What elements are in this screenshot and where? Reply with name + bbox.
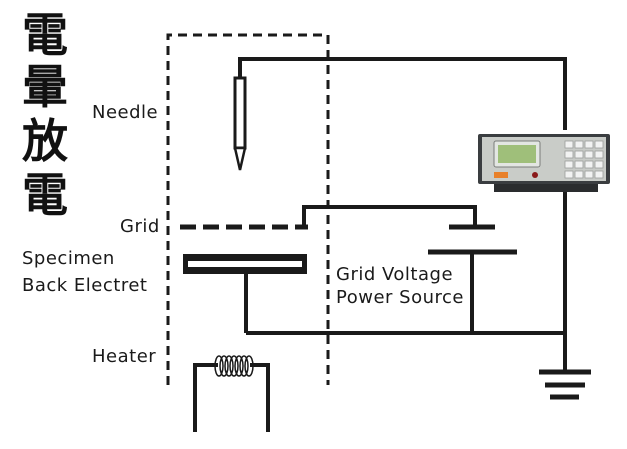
title-char-2: 暈 [22, 60, 68, 114]
heater-icon [193, 355, 270, 432]
needle-icon [233, 76, 247, 171]
specimen-plate [183, 254, 307, 333]
heater-label: Heater [92, 346, 157, 367]
ground-bus [246, 190, 567, 372]
back-electret-label: Back Electret [22, 275, 148, 296]
hv-power-supply-device [478, 134, 610, 192]
grid-label: Grid [120, 216, 160, 237]
ground-icon [539, 369, 591, 400]
title-char-4: 電 [22, 168, 68, 222]
needle-wire [238, 57, 567, 130]
title-char-1: 電 [22, 8, 68, 62]
grid-supply-battery [428, 249, 517, 333]
power-source-label: Power Source [336, 287, 464, 308]
grid-electrode [180, 205, 495, 230]
title-char-3: 放 [22, 114, 68, 168]
grid-voltage-label: Grid Voltage [336, 264, 454, 285]
specimen-label: Specimen [22, 248, 115, 269]
needle-label: Needle [92, 102, 159, 123]
